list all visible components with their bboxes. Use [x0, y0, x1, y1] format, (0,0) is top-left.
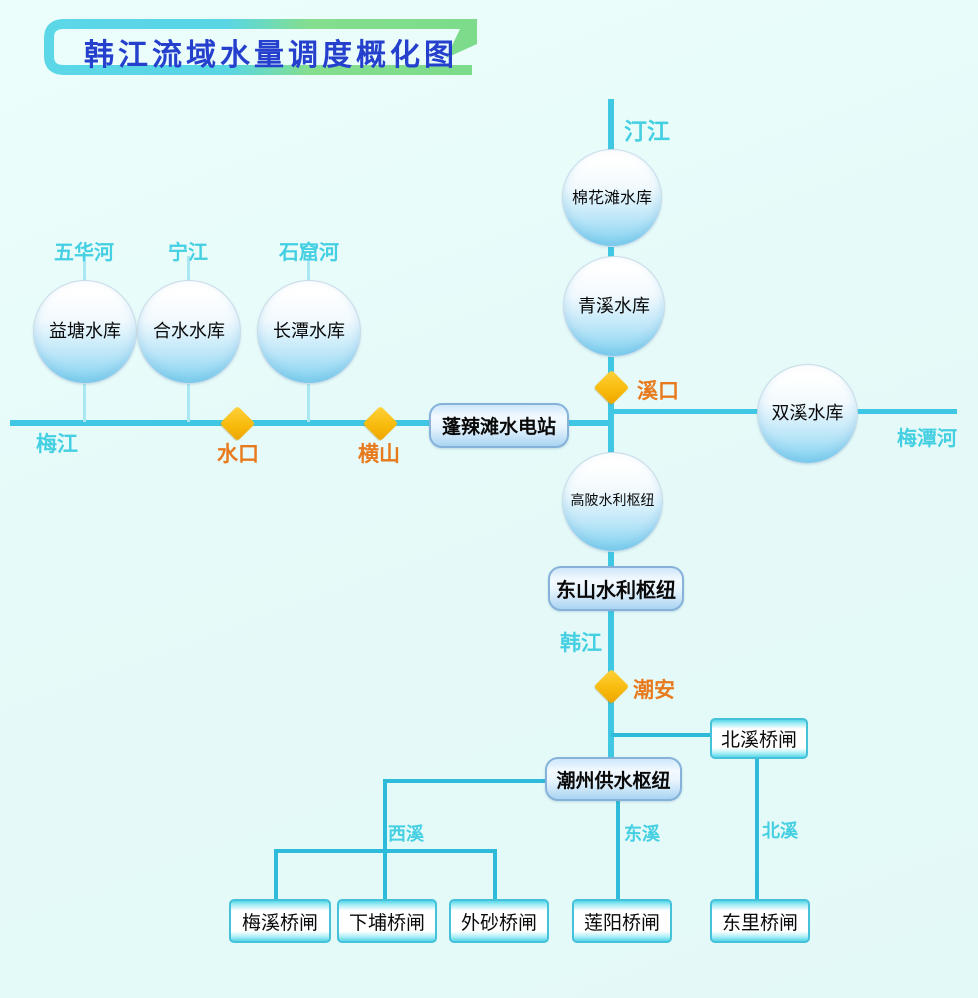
title-frame-decoration: [44, 19, 477, 75]
hengshan-label: 横山: [358, 442, 400, 466]
node-label: 东里桥闸: [721, 911, 798, 934]
node-dongshan-hub[interactable]: 东山水利枢纽: [548, 566, 684, 611]
page-title: 韩江流域水量调度概化图: [84, 38, 458, 73]
node-label: 北溪桥闸: [720, 729, 797, 751]
node-label: 潮州供水枢纽: [556, 769, 671, 792]
chaoan-diamond-icon[interactable]: [593, 668, 630, 705]
node-label: 合水水库: [153, 321, 225, 343]
node-chaozhou-hub[interactable]: 潮州供水枢纽: [545, 757, 682, 801]
xikou-label: 溪口: [637, 379, 679, 403]
node-label: 青溪水库: [578, 295, 650, 317]
node-gaobei-hub[interactable]: 高陂水利枢纽: [562, 452, 663, 552]
node-beixi-gate[interactable]: 北溪桥闸: [710, 718, 808, 759]
node-heshui-reservoir[interactable]: 合水水库: [137, 280, 241, 384]
xikou-diamond-icon[interactable]: [593, 369, 630, 406]
beixiqiao-connector-line: [611, 733, 713, 737]
node-mianhuatan-reservoir[interactable]: 棉花滩水库: [562, 149, 662, 247]
chaoan-label: 潮安: [633, 678, 675, 702]
xixi-river-label: 西溪: [388, 824, 424, 845]
shuikou-diamond-icon[interactable]: [219, 405, 256, 442]
node-label: 梅溪桥闸: [241, 911, 318, 934]
meixi-drop-line: [274, 849, 278, 901]
ningjiang-river-label: 宁江: [168, 240, 208, 264]
xiapu-drop-line: [383, 849, 387, 901]
tingjiang-river-label: 汀江: [624, 119, 670, 145]
node-waisha-gate[interactable]: 外砂桥闸: [449, 899, 549, 943]
node-label: 益塘水库: [49, 321, 121, 343]
node-label: 高陂水利枢纽: [570, 493, 655, 510]
shuikou-label: 水口: [217, 442, 259, 466]
hengshan-diamond-icon[interactable]: [362, 405, 399, 442]
meijiang-river-label: 梅江: [36, 432, 78, 456]
node-label: 棉花滩水库: [571, 188, 652, 208]
node-label: 长潭水库: [273, 321, 345, 343]
dongxi-river-label: 东溪: [624, 824, 660, 845]
hanjiang-trunk-line: [608, 99, 614, 763]
node-shuangxi-reservoir[interactable]: 双溪水库: [757, 364, 858, 464]
node-meixi-gate[interactable]: 梅溪桥闸: [229, 899, 331, 943]
beixi-river-label: 北溪: [762, 821, 798, 842]
node-label: 莲阳桥闸: [583, 911, 660, 934]
node-xiapu-gate[interactable]: 下埔桥闸: [337, 899, 437, 943]
node-label: 东山水利枢纽: [556, 578, 676, 602]
node-dongli-gate[interactable]: 东里桥闸: [710, 899, 810, 943]
waisha-drop-line: [493, 849, 497, 901]
hanjiang-river-label: 韩江: [560, 631, 602, 655]
node-label: 蓬辣滩水电站: [441, 416, 556, 438]
node-label: 外砂桥闸: [460, 911, 537, 934]
wuhuahe-river-label: 五华河: [54, 240, 114, 264]
node-yitang-reservoir[interactable]: 益塘水库: [33, 280, 137, 384]
node-qingxi-reservoir[interactable]: 青溪水库: [563, 256, 665, 357]
meijiang-line: [10, 420, 611, 426]
node-changtan-reservoir[interactable]: 长潭水库: [257, 280, 361, 384]
beixi-line: [755, 753, 759, 901]
shikuhe-river-label: 石窟河: [279, 240, 339, 264]
xixi-line: [383, 779, 387, 852]
node-label: 双溪水库: [771, 403, 844, 425]
node-label: 下埔桥闸: [348, 911, 425, 934]
node-lianyang-gate[interactable]: 莲阳桥闸: [572, 899, 672, 943]
dongxi-line: [616, 795, 620, 901]
node-penglatan-station[interactable]: 蓬辣滩水电站: [429, 403, 569, 448]
meitanhe-river-label: 梅潭河: [897, 426, 957, 450]
xixi-connector-line: [383, 779, 547, 783]
